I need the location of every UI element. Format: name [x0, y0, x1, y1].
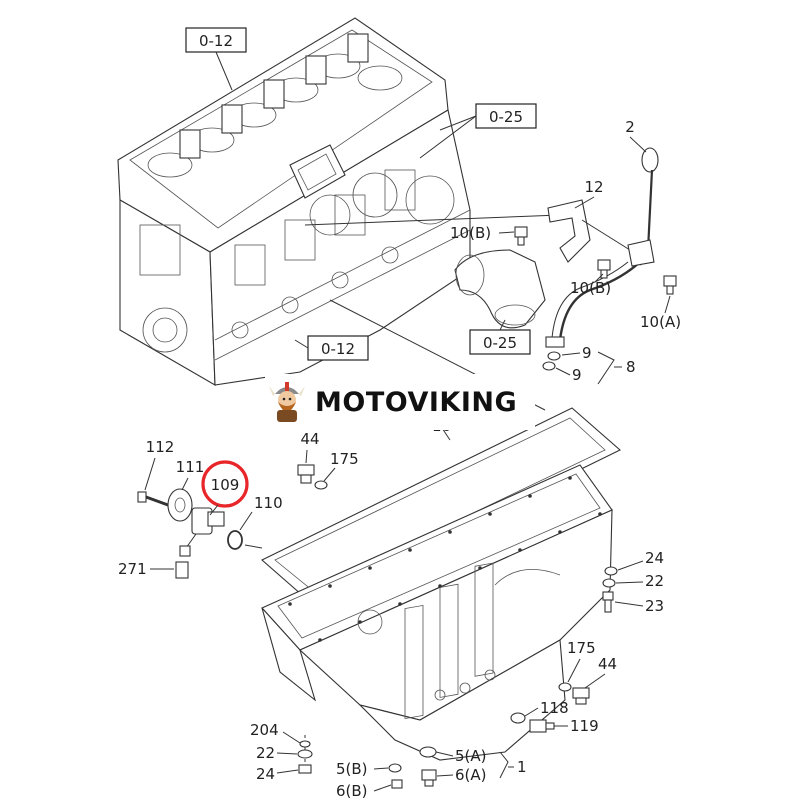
plug-44-upper: [297, 464, 315, 484]
ref-label: 0-25: [483, 334, 517, 352]
callout-23: 23: [645, 597, 664, 615]
ref-box-0-12-lower[interactable]: 0-12: [307, 335, 369, 361]
callout-110: 110: [254, 494, 283, 512]
brand-name: MOTOVIKING: [315, 386, 518, 418]
callout-175: 175: [567, 639, 596, 657]
callout-22: 22: [256, 744, 275, 762]
washer-5a: [419, 746, 437, 758]
callout-24: 24: [256, 765, 275, 783]
plug-6a: [421, 769, 437, 787]
dipstick-tube: [545, 261, 641, 348]
tube-bracket: [547, 199, 655, 267]
callout-12: 12: [584, 178, 603, 196]
oil-pan-gasket: [261, 407, 621, 603]
callout-119: 119: [570, 717, 599, 735]
callout-112: 112: [146, 438, 175, 456]
oil-level-sensor-109: [179, 507, 225, 557]
brand-banner: MOTOVIKING: [265, 374, 535, 430]
connector-271: [175, 561, 189, 579]
bolt-10b-upper: [514, 226, 528, 246]
flange-holes: [288, 476, 602, 642]
plug-44-lower: [572, 687, 590, 705]
washer-24-right: [604, 566, 618, 576]
callout-1: 1: [517, 758, 527, 776]
plug-6b: [391, 779, 403, 789]
callout-9: 9: [572, 366, 582, 384]
ref-box-0-25-upper[interactable]: 0-25: [475, 103, 537, 129]
callout-10b: 10(B): [570, 279, 611, 297]
o-rings-9: [542, 351, 561, 371]
callout-6b: 6(B): [336, 782, 368, 800]
plug-119: [529, 719, 555, 733]
ref-box-0-12-top[interactable]: 0-12: [185, 27, 247, 53]
callout-111: 111: [176, 458, 205, 476]
bracket-111: [167, 488, 193, 522]
highlight-circle: [201, 460, 249, 508]
bolt-23: [602, 591, 614, 613]
washer-5b: [388, 763, 402, 773]
callout-9: 9: [582, 344, 592, 362]
engine-block: [117, 17, 471, 386]
callout-118: 118: [540, 699, 569, 717]
callout-10b: 10(B): [450, 224, 491, 242]
ref-label: 0-25: [489, 108, 523, 126]
o-ring-110: [227, 530, 243, 550]
ref-label: 0-12: [199, 32, 233, 50]
water-outlet-elbow: [454, 249, 546, 329]
callout-5b: 5(B): [336, 760, 368, 778]
oil-pan: [261, 464, 613, 761]
ref-box-0-25-lower[interactable]: 0-25: [469, 329, 531, 355]
callout-175: 175: [330, 450, 359, 468]
bolt-10b-lower: [597, 259, 611, 279]
callout-2: 2: [625, 118, 635, 136]
viking-mascot-icon: [269, 382, 305, 422]
callout-24: 24: [645, 549, 664, 567]
ref-label: 0-12: [321, 340, 355, 358]
bolt-10a: [663, 275, 677, 295]
callout-10a: 10(A): [640, 313, 681, 331]
washer-175-upper: [314, 480, 328, 490]
washer-175-lower: [558, 682, 572, 692]
callout-109[interactable]: 109: [211, 476, 240, 494]
callout-44: 44: [598, 655, 617, 673]
callout-6a: 6(A): [455, 766, 487, 784]
washer-204: [299, 740, 311, 748]
callout-204: 204: [250, 721, 279, 739]
callout-5a: 5(A): [455, 747, 487, 765]
callout-44: 44: [300, 430, 319, 448]
washer-22-right: [602, 578, 616, 588]
washer-118: [510, 712, 526, 724]
callout-22: 22: [645, 572, 664, 590]
nut-24-bottom: [298, 764, 312, 774]
callout-8: 8: [626, 358, 636, 376]
washer-22-bottom: [297, 749, 313, 759]
callout-271: 271: [118, 560, 147, 578]
bolt-112: [137, 491, 169, 507]
